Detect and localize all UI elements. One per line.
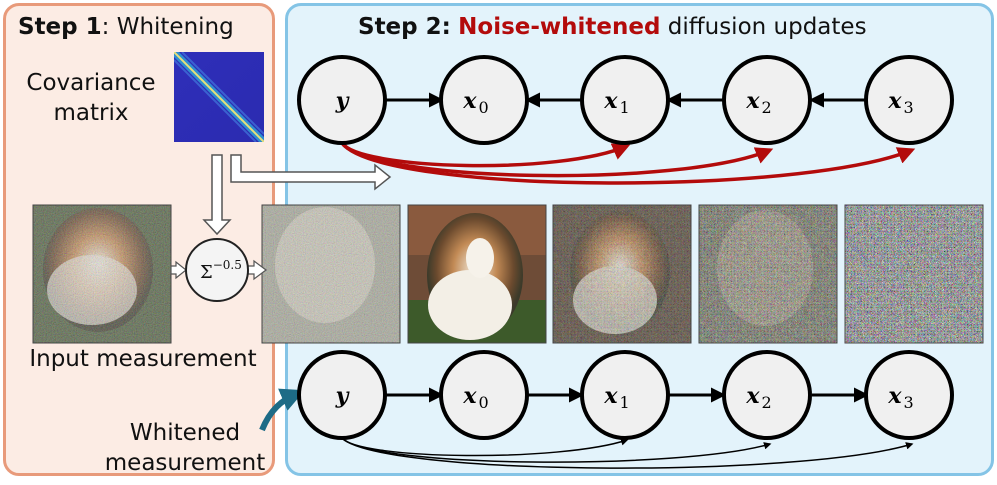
bottom-node-x2	[722, 350, 812, 440]
step2-title: Step 2: Noise-whitened diffusion updates	[358, 14, 867, 40]
step1-title: Step 1: Whitening	[18, 14, 234, 40]
bottom-node-x1	[580, 350, 670, 440]
x0-image	[407, 204, 547, 344]
bottom-node-x0	[439, 350, 529, 440]
bottom-node-y	[297, 350, 387, 440]
top-node-x1	[580, 55, 670, 145]
top-row-red-arrows	[340, 141, 916, 185]
top-node-x3	[864, 55, 954, 145]
top-node-x2	[722, 55, 812, 145]
step1-hollow-arrows	[170, 154, 392, 281]
x2-image	[698, 204, 838, 344]
sigma-label: Σ−0.5	[200, 258, 242, 283]
sigma-operator	[185, 238, 249, 302]
top-node-y-label: y	[335, 88, 351, 114]
input-measurement-image	[32, 204, 172, 344]
whitened-measurement-image	[261, 204, 401, 344]
bottom-node-x3	[864, 350, 954, 440]
top-node-x0	[439, 55, 529, 145]
covariance-matrix-image	[174, 52, 264, 142]
top-node-y	[297, 55, 387, 145]
whitened-arrow	[259, 388, 305, 432]
covariance-label: Covariance matrix	[26, 70, 156, 126]
whitened-measurement-label: Whitened measurement	[104, 420, 266, 476]
x3-image	[844, 204, 984, 344]
x1-image	[552, 204, 692, 344]
input-measurement-label: Input measurement	[29, 346, 257, 372]
bottom-node-y-label: y	[335, 383, 351, 409]
bottom-row-curved-arrows	[341, 437, 914, 469]
